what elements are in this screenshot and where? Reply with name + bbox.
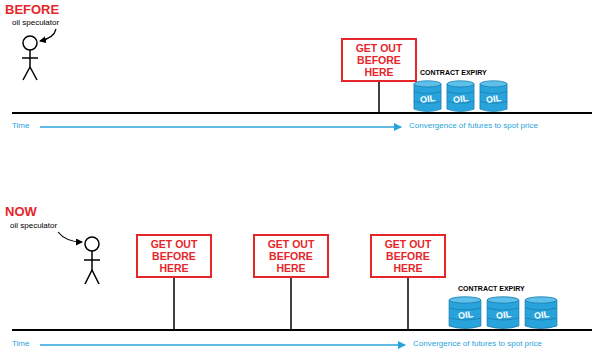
deadline-box: GET OUT BEFORE HERE (136, 234, 212, 278)
deadline-text: GET OUT BEFORE HERE (140, 238, 208, 274)
figure-label: oil speculator (10, 222, 57, 231)
axis-note: Convergence of futures to spot price (413, 340, 542, 349)
axis-label: Time (12, 122, 29, 131)
barrel-label: OIL (419, 93, 435, 105)
time-arrow (40, 344, 405, 346)
oil-barrel: OIL (413, 80, 442, 113)
barrel-label: OIL (457, 309, 473, 321)
pointer-arrow (40, 29, 56, 41)
expiry-label: CONTRACT EXPIRY (420, 69, 487, 77)
panel-heading: BEFORE (5, 3, 59, 17)
barrel-label: OIL (485, 93, 501, 105)
deadline-box: GET OUT BEFORE HERE (370, 234, 446, 278)
oil-barrel: OIL (524, 296, 558, 330)
oil-barrel: OIL (448, 296, 482, 330)
oil-barrel: OIL (486, 296, 520, 330)
figure-label: oil speculator (12, 19, 59, 28)
deadline-box: GET OUT BEFORE HERE (253, 234, 329, 278)
expiry-label: CONTRACT EXPIRY (458, 285, 525, 293)
pointer-arrow (58, 232, 82, 242)
barrel-label: OIL (533, 309, 549, 321)
time-arrow (40, 126, 401, 128)
stick-figure (84, 237, 100, 284)
deadline-text: GET OUT BEFORE HERE (257, 238, 325, 274)
oil-barrel: OIL (479, 80, 508, 113)
oil-barrel: OIL (446, 80, 475, 113)
axis-note: Convergence of futures to spot price (409, 122, 538, 131)
barrel-label: OIL (495, 309, 511, 321)
timeline (12, 112, 592, 114)
timeline (12, 329, 592, 331)
deadline-text: GET OUT BEFORE HERE (345, 42, 413, 78)
deadline-box: GET OUT BEFORE HERE (341, 38, 417, 82)
axis-label: Time (12, 340, 29, 349)
panel-heading: NOW (5, 205, 37, 219)
deadline-text: GET OUT BEFORE HERE (374, 238, 442, 274)
stick-figure (22, 36, 38, 80)
barrel-label: OIL (452, 93, 468, 105)
